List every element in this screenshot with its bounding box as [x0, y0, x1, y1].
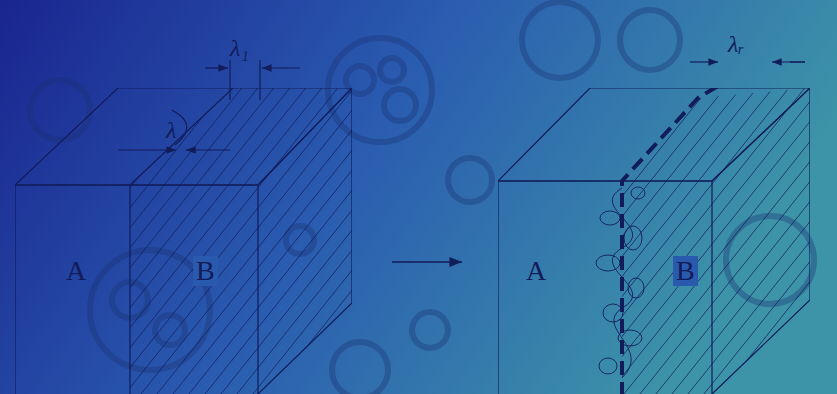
material-cube: AB: [498, 88, 810, 394]
bubble-pattern: [30, 2, 814, 394]
cube-outline: [15, 88, 352, 394]
dimension-label: λᵣ: [728, 32, 744, 56]
material-cube: AB: [15, 88, 352, 394]
region-label: B: [193, 256, 218, 286]
process-arrow: [392, 261, 462, 262]
cube-outline: [498, 88, 810, 394]
dimension-label: λ₁: [230, 36, 249, 60]
region-label: B: [673, 256, 698, 286]
dimension-label: λ: [166, 118, 176, 142]
region-label: A: [63, 256, 89, 286]
region-label: A: [523, 256, 549, 286]
